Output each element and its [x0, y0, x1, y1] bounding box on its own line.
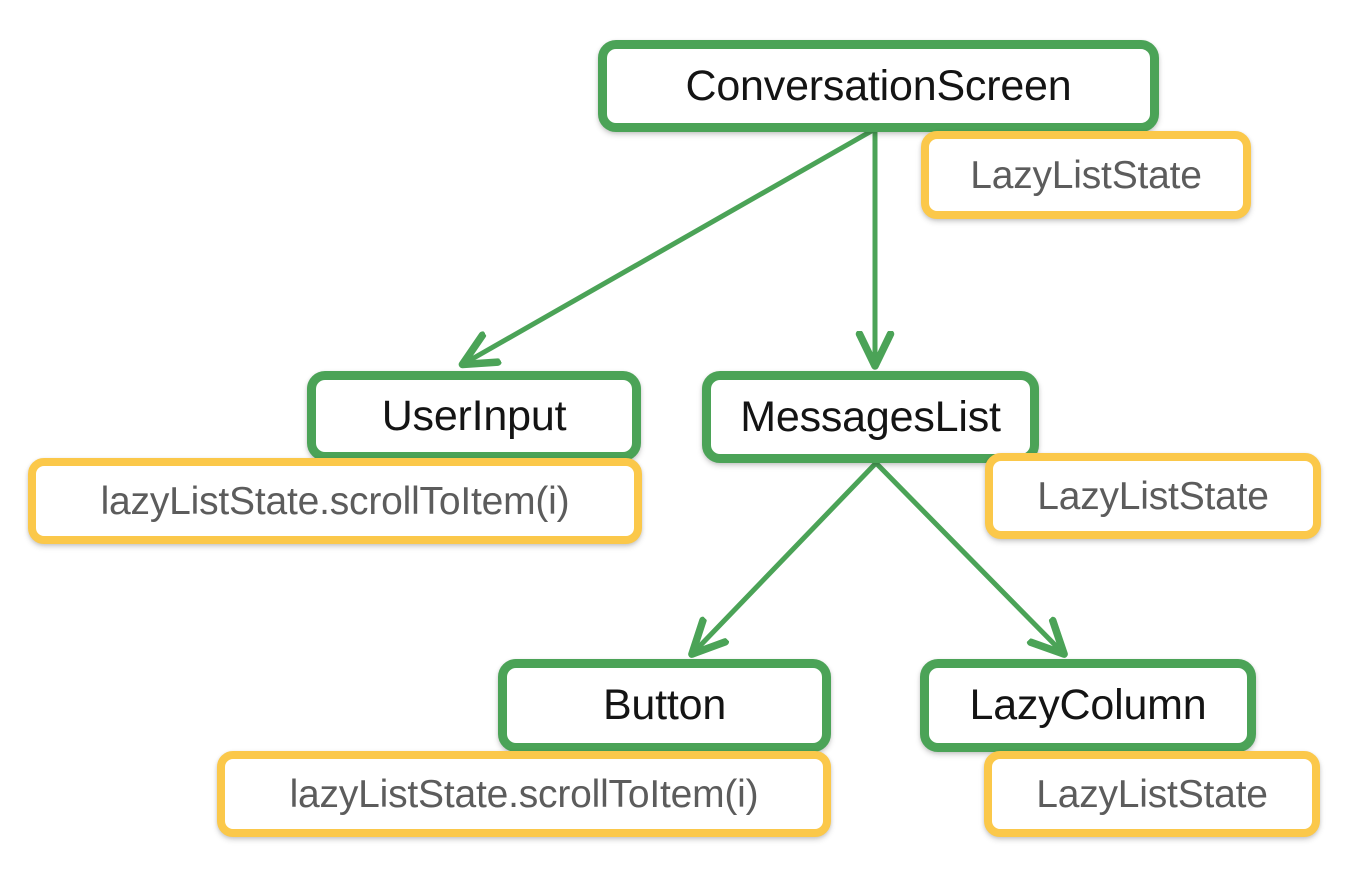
node-state-lazy-list-state-lazy-column[interactable]: LazyListState [984, 751, 1320, 837]
edge-conversation-screen-to-user-input [465, 126, 877, 363]
node-state-lazy-list-state-messages-list[interactable]: LazyListState [985, 453, 1321, 539]
node-state-scroll-to-item-button[interactable]: lazyListState.scrollToItem(i) [217, 751, 831, 837]
node-button[interactable]: Button [498, 659, 831, 752]
node-messages-list[interactable]: MessagesList [702, 371, 1039, 463]
node-state-scroll-to-item-user-input-label: lazyListState.scrollToItem(i) [100, 479, 570, 523]
node-button-label: Button [602, 681, 727, 729]
node-state-scroll-to-item-user-input[interactable]: lazyListState.scrollToItem(i) [28, 458, 642, 544]
node-conversation-screen-label: ConversationScreen [685, 61, 1072, 110]
node-user-input[interactable]: UserInput [307, 371, 641, 461]
node-state-scroll-to-item-button-label: lazyListState.scrollToItem(i) [289, 772, 759, 816]
node-conversation-screen[interactable]: ConversationScreen [598, 40, 1159, 132]
node-state-lazy-list-state-lazy-column-label: LazyListState [1036, 772, 1268, 816]
node-user-input-label: UserInput [381, 391, 567, 440]
node-lazy-column-label: LazyColumn [969, 681, 1207, 729]
node-state-lazy-list-state-messages-list-label: LazyListState [1037, 474, 1269, 518]
node-lazy-column[interactable]: LazyColumn [920, 659, 1256, 752]
node-messages-list-label: MessagesList [740, 392, 1001, 441]
edge-messages-list-to-button [694, 461, 878, 652]
node-state-lazy-list-state-conversation-label: LazyListState [970, 153, 1202, 197]
node-state-lazy-list-state-conversation[interactable]: LazyListState [921, 131, 1251, 219]
